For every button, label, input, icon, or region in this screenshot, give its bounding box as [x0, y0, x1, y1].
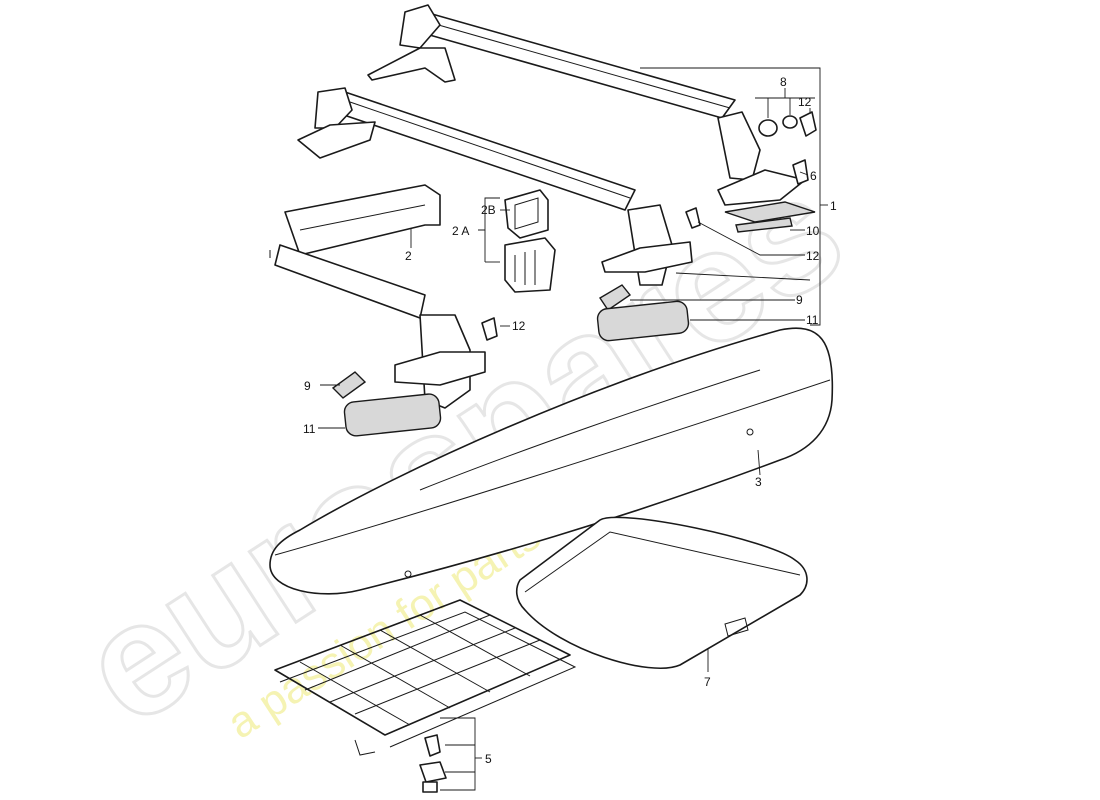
roof-bar-mount-arm: [269, 184, 486, 409]
callout-7: 7: [704, 675, 711, 689]
callout-9-left: 9: [304, 379, 311, 393]
callout-2a: 2 A: [452, 224, 469, 238]
roof-bar-rear: [367, 4, 806, 206]
roof-bar-front: [297, 87, 693, 286]
callout-11-left: 11: [303, 422, 316, 436]
adapter-clip: [504, 189, 556, 293]
callout-12-left: 12: [512, 319, 526, 333]
callouts: 1 2 2 A 2B 3 5 6 7 8 9 9 10 11 11 12 12 …: [303, 75, 837, 766]
rubber-pads: [331, 201, 816, 437]
callout-5: 5: [485, 752, 492, 766]
callout-3: 3: [755, 475, 762, 489]
callout-8: 8: [780, 75, 787, 89]
callout-1: 1: [830, 199, 837, 213]
luggage-rack: [274, 599, 577, 756]
callout-9-right: 9: [796, 293, 803, 307]
callout-10: 10: [806, 224, 820, 238]
callout-12-mid: 12: [806, 249, 820, 263]
callout-6: 6: [810, 169, 817, 183]
leader-lines: [318, 67, 828, 791]
box-cover: [515, 516, 808, 669]
rack-clamps: [419, 734, 447, 793]
callout-2: 2: [405, 249, 412, 263]
callout-11-right: 11: [806, 313, 819, 327]
roof-box: [269, 327, 834, 595]
callout-2b: 2B: [481, 203, 496, 217]
callout-12-top: 12: [798, 95, 812, 109]
